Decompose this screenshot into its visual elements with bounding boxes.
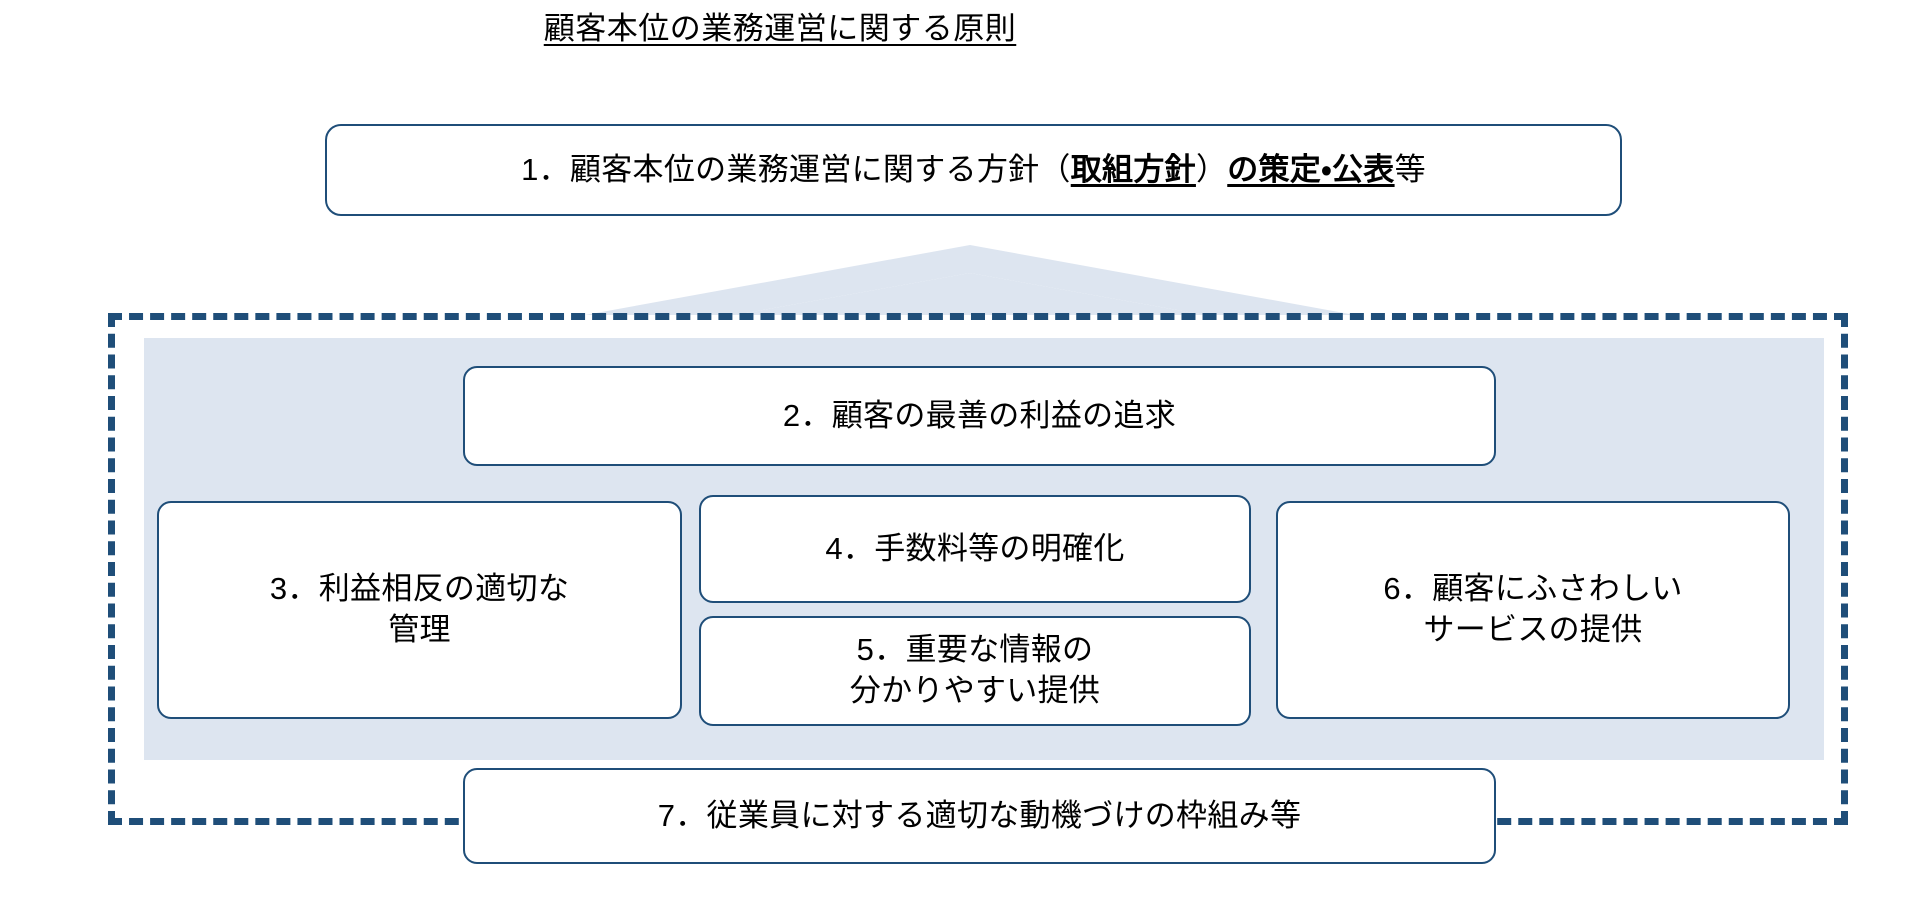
principle-1-emphasis-1: 取組方針 (1070, 151, 1196, 187)
principle-box-1-label: 1．顧客本位の業務運営に関する方針（取組方針）の策定・公表等 (511, 150, 1436, 191)
principle-1-lead: 1．顧客本位の業務運営に関する方針（ (521, 151, 1071, 187)
principle-box-7: 7．従業員に対する適切な動機づけの枠組み等 (463, 768, 1496, 864)
principle-box-2: 2．顧客の最善の利益の追求 (463, 366, 1496, 466)
principle-box-4-label: 4．手数料等の明確化 (825, 530, 1125, 566)
principle-box-6: 6．顧客にふさわしい サービスの提供 (1276, 501, 1790, 719)
principle-1-emphasis-2: の策定・公表 (1227, 151, 1395, 187)
principle-box-3: 3．利益相反の適切な 管理 (157, 501, 682, 719)
principle-box-6-label: 6．顧客にふさわしい サービスの提供 (1383, 571, 1683, 647)
principle-box-2-label: 2．顧客の最善の利益の追求 (782, 397, 1177, 433)
principle-box-5-label: 5．重要な情報の 分かりやすい提供 (849, 632, 1101, 708)
principle-1-middle: ） (1195, 151, 1228, 187)
page-title-text: 顧客本位の業務運営に関する原則 (543, 11, 1017, 46)
principle-box-7-label: 7．従業員に対する適切な動機づけの枠組み等 (657, 797, 1302, 833)
principle-box-3-label: 3．利益相反の適切な 管理 (269, 571, 570, 647)
principle-box-5: 5．重要な情報の 分かりやすい提供 (699, 616, 1251, 726)
principle-box-4: 4．手数料等の明確化 (699, 495, 1251, 603)
page-title: 顧客本位の業務運営に関する原則 (0, 10, 1560, 49)
principle-1-tail: 等 (1394, 151, 1426, 187)
principle-box-1: 1．顧客本位の業務運営に関する方針（取組方針）の策定・公表等 (325, 124, 1622, 216)
down-arrow-icon (585, 245, 1355, 315)
